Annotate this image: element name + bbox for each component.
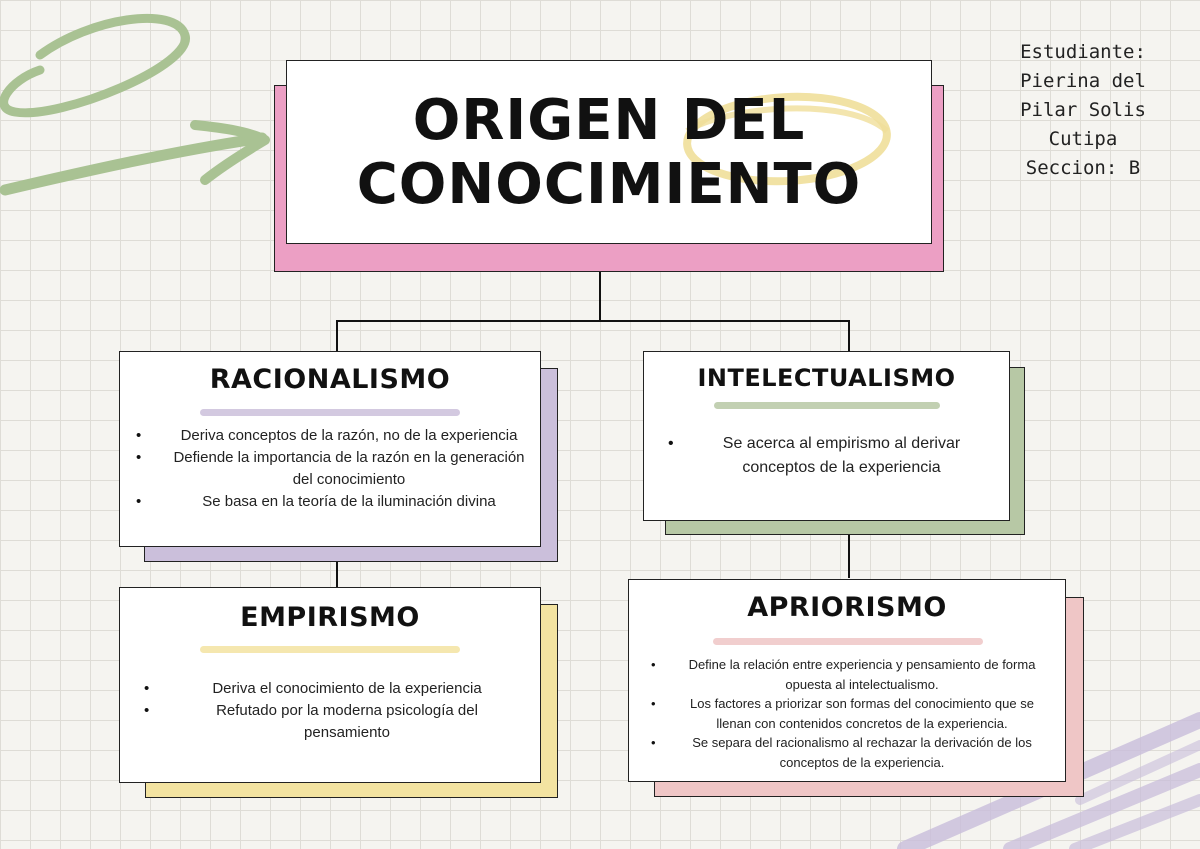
apriorismo-item-3: Se separa del racionalismo al rechazar l…: [651, 733, 1037, 772]
apriorismo-underline: [713, 638, 983, 645]
connector-horizontal: [336, 320, 850, 322]
racionalismo-item-2: Defiende la importancia de la razón en l…: [136, 447, 526, 491]
racionalismo-list: Deriva conceptos de la razón, no de la e…: [120, 425, 540, 513]
intelectualismo-title: INTELECTUALISMO: [697, 364, 956, 392]
apriorismo-item-2: Los factores a priorizar son formas del …: [651, 694, 1037, 733]
empirismo-underline: [200, 646, 460, 653]
connector-left-down: [336, 320, 338, 352]
intelectualismo-item-1: Se acerca al empirismo al derivar concep…: [668, 432, 979, 480]
racionalismo-item-1: Deriva conceptos de la razón, no de la e…: [136, 425, 526, 447]
racionalismo-title: RACIONALISMO: [209, 364, 451, 395]
connector-title-down: [599, 272, 601, 321]
student-section: Seccion: B: [1025, 157, 1141, 179]
racionalismo-underline: [200, 409, 460, 416]
racionalismo-item-3: Se basa en la teoría de la iluminación d…: [136, 491, 526, 513]
connector-racionalismo-empirismo: [336, 560, 338, 588]
intelectualismo-card: INTELECTUALISMO Se acerca al empirismo a…: [643, 351, 1010, 521]
empirismo-list: Deriva el conocimiento de la experiencia…: [120, 678, 540, 744]
student-name-2: Pilar Solis: [1020, 99, 1146, 121]
title-line-1: ORIGEN DEL: [412, 88, 806, 153]
racionalismo-card: RACIONALISMO Deriva conceptos de la razó…: [119, 351, 541, 547]
student-label: Estudiante:: [1020, 41, 1146, 63]
student-name-1: Pierina del: [1020, 70, 1146, 92]
student-name-3: Cutipa: [1048, 128, 1118, 150]
intelectualismo-list: Se acerca al empirismo al derivar concep…: [644, 432, 1009, 480]
apriorismo-card: APRIORISMO Define la relación entre expe…: [628, 579, 1066, 782]
connector-intelectualismo-apriorismo: [848, 534, 850, 578]
empirismo-item-2: Refutado por la moderna psicología del p…: [144, 700, 514, 744]
title-line-2: CONOCIMIENTO: [356, 152, 862, 217]
apriorismo-item-1: Define la relación entre experiencia y p…: [651, 655, 1037, 694]
yellow-scribble-decoration: [683, 92, 891, 186]
main-title: ORIGEN DEL CONOCIMIENTO: [287, 89, 931, 217]
empirismo-title: EMPIRISMO: [240, 602, 420, 633]
intelectualismo-underline: [714, 402, 940, 409]
apriorismo-list: Define la relación entre experiencia y p…: [629, 655, 1065, 772]
apriorismo-title: APRIORISMO: [747, 592, 947, 623]
student-info: Estudiante: Pierina del Pilar Solis Cuti…: [1008, 38, 1158, 183]
empirismo-item-1: Deriva el conocimiento de la experiencia: [144, 678, 514, 700]
green-arrow-decoration: [0, 13, 270, 196]
title-card: ORIGEN DEL CONOCIMIENTO: [286, 60, 932, 244]
connector-right-down: [848, 320, 850, 352]
empirismo-card: EMPIRISMO Deriva el conocimiento de la e…: [119, 587, 541, 783]
